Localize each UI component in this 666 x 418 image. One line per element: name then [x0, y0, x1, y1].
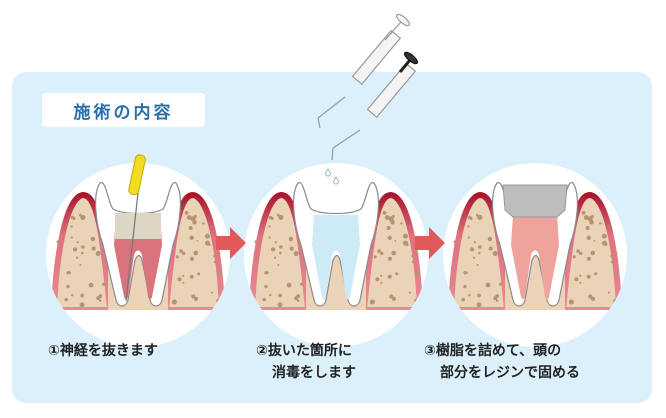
syringe-icon — [317, 13, 419, 161]
caption-line: 部分をレジンで固める — [440, 365, 580, 381]
root-canal-file-icon — [128, 154, 146, 196]
section-title: 施術の内容 — [73, 102, 174, 123]
tooth-step-3 — [440, 163, 630, 360]
caption-line: ③樹脂を詰めて、頭の — [424, 343, 562, 359]
arrow-right-icon — [216, 227, 246, 259]
step-2-caption: ②抜いた箇所に 消毒をします — [256, 340, 356, 384]
arrow-right-icon — [415, 227, 445, 259]
drops-icon — [325, 168, 339, 185]
step-1-caption: ①神経を抜きます — [48, 340, 158, 362]
caption-line: 消毒をします — [272, 365, 356, 381]
caption-line: ①神経を抜きます — [48, 343, 158, 359]
tooth-step-1 — [43, 154, 233, 360]
caption-line: ②抜いた箇所に — [256, 343, 352, 359]
title-label-box: 施術の内容 — [42, 93, 205, 127]
step-3-caption: ③樹脂を詰めて、頭の 部分をレジンで固める — [424, 340, 580, 384]
tooth-step-2 — [241, 163, 431, 360]
file-needle — [125, 192, 139, 302]
resin-cap — [502, 184, 568, 218]
